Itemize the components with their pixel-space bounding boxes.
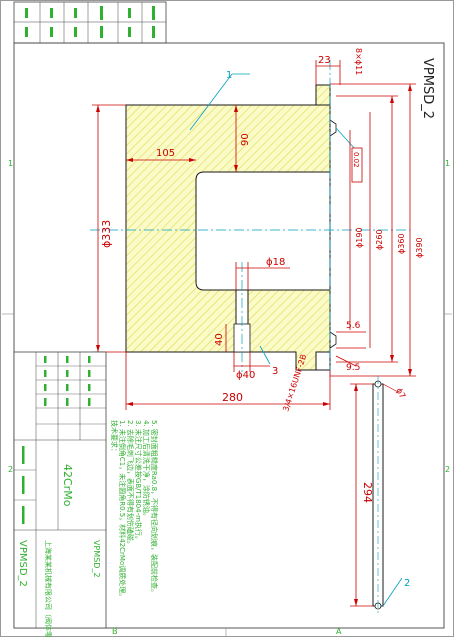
centerlines: [90, 60, 410, 380]
balloon-1: 1: [226, 70, 232, 81]
hatched-body: [125, 84, 331, 371]
part-name: VPMSD_2: [92, 540, 101, 578]
note-item-2: 2. 去除毛刺飞边，表面不得有划伤磕碰。: [126, 420, 135, 548]
drawing-code: VPMSD_2: [420, 58, 435, 119]
dim-5-6: 5.6: [346, 321, 361, 331]
dim-diameter-outer: ϕ390: [415, 237, 424, 258]
grid-marker-2: 2: [8, 465, 13, 474]
note-item-4: 4. 加工后清洗干净，涂防锈油。: [142, 420, 151, 520]
dim-holes-8: 8×ϕ11: [354, 48, 363, 75]
dim-90: 90: [240, 133, 251, 146]
grid-marker-2-right: 2: [445, 465, 450, 474]
title-block: [13, 351, 107, 629]
dim-diameter-7: ϕ7: [394, 387, 407, 400]
material-label: 42CrMo: [61, 464, 74, 507]
note-item-5: 5. 密封面粗糙度Ra0.8，不得有径向划痕，装配前检查。: [150, 420, 159, 596]
dim-40: 40: [214, 333, 225, 346]
part-section-view: [125, 84, 337, 371]
svg-text:0.02: 0.02: [352, 152, 360, 168]
dim-diameter-18: ϕ18: [266, 257, 285, 268]
drawing-frame: [13, 42, 445, 629]
dim-105: 105: [156, 148, 175, 159]
notes-heading: 技术要求：: [110, 420, 119, 455]
balloon-2: 2: [404, 578, 410, 589]
technical-notes: 技术要求： 1. 未注倒角C1，未注圆角R0.5，材料42CrMo调质处理。 2…: [110, 420, 159, 600]
dim-diameter-333: ϕ333: [100, 220, 113, 248]
grid-marker-1-right: 1: [445, 159, 450, 168]
dim-280: 280: [222, 391, 243, 404]
dim-diameter-40: ϕ40: [236, 370, 255, 381]
leader-balloon-1: [189, 73, 233, 131]
revision-block: [13, 1, 167, 44]
note-item-3: 3. 未注尺寸公差按GB/T1804-m执行。: [134, 420, 143, 543]
title-block-code: VPMSD_2: [17, 540, 28, 587]
dim-diameter-inner-b: ϕ260: [375, 229, 384, 250]
dim-diameter-inner-a: ϕ190: [355, 227, 364, 248]
pin-side-view: [350, 376, 403, 614]
note-item-1: 1. 未注倒角C1，未注圆角R0.5，材料42CrMo调质处理。: [118, 420, 127, 600]
dim-23: 23: [318, 55, 331, 66]
grid-marker-1: 1: [8, 159, 13, 168]
dim-diameter-inner-c: ϕ360: [397, 233, 406, 254]
dim-3: 3: [272, 366, 278, 377]
dim-9-5: 9.5: [346, 363, 360, 373]
company-name: 上海某某机械有限公司（阀体零件图）: [44, 540, 53, 637]
tolerance-frame: 0.02: [351, 147, 363, 183]
dim-length-294: 294: [361, 482, 374, 503]
grid-marker-b: B: [112, 627, 118, 636]
grid-marker-a: A: [336, 627, 342, 636]
